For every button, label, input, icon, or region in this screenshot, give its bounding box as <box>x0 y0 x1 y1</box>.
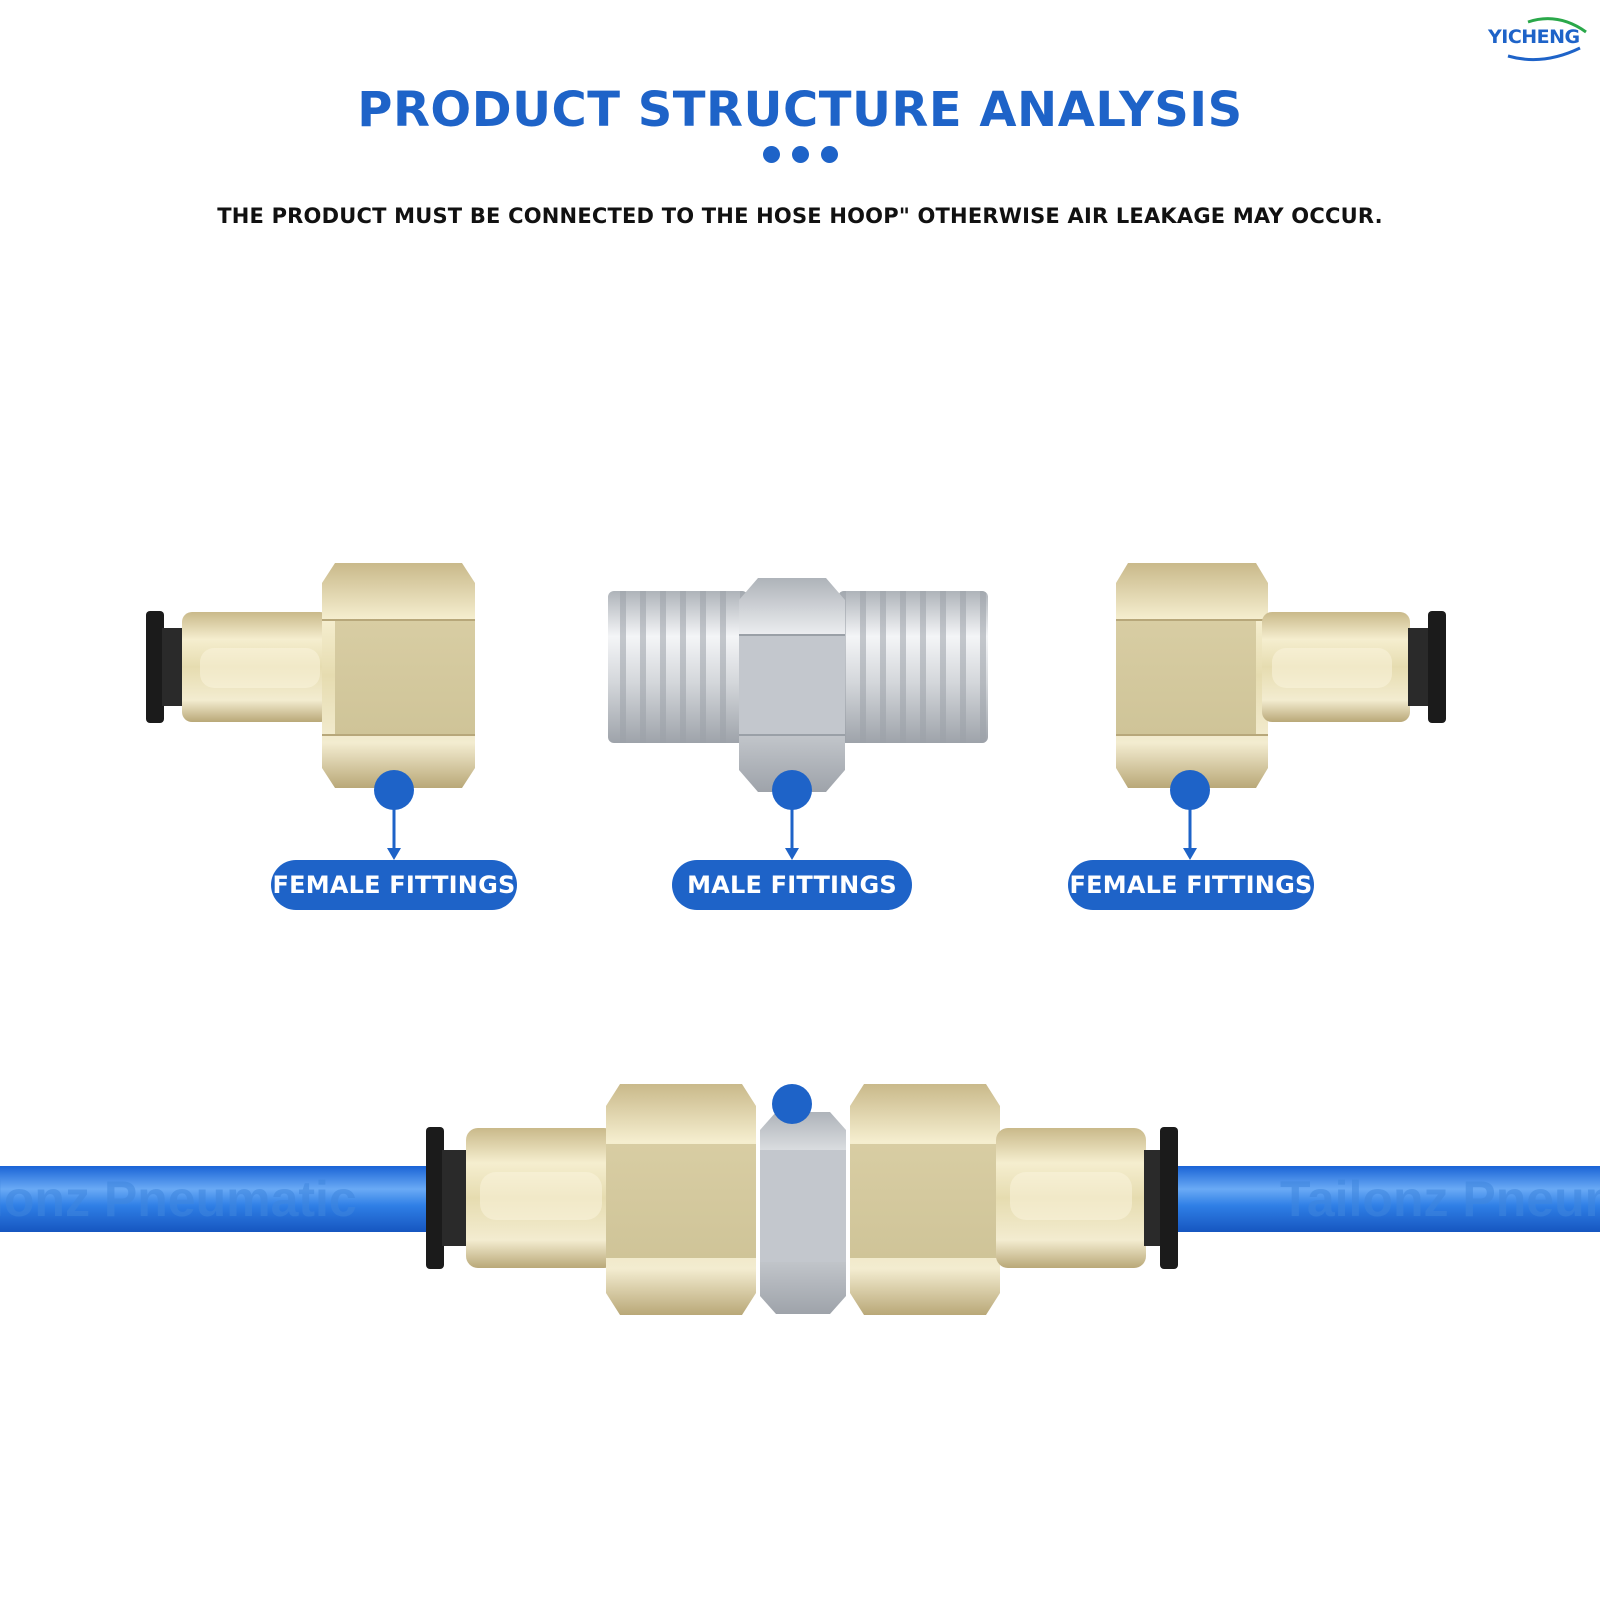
male-fitting-center <box>608 578 988 792</box>
pointer-center <box>772 770 812 860</box>
brand-name: YICHENG <box>1488 26 1580 48</box>
logo-swoosh-icon <box>1507 17 1587 62</box>
page-subtitle: THE PRODUCT MUST BE CONNECTED TO THE HOS… <box>217 204 1383 228</box>
page-title: PRODUCT STRUCTURE ANALYSIS <box>357 82 1243 138</box>
release-collar <box>1428 611 1446 723</box>
assembled-hose-assembly: lonz Pneumatic Tailonz Pneum <box>0 1084 1600 1315</box>
watermark-left: lonz Pneumatic <box>0 1171 357 1227</box>
decoration-dot <box>821 146 838 163</box>
pointer-left <box>374 770 414 860</box>
decoration-dot <box>792 146 809 163</box>
female-fitting-right <box>1116 563 1446 788</box>
brand-logo: YICHENG <box>1488 10 1592 66</box>
hose-left <box>0 1166 440 1232</box>
female-fitting-left <box>146 563 475 788</box>
pointer-right <box>1170 770 1210 860</box>
release-collar <box>146 611 164 723</box>
pointer-assembly <box>772 1084 812 1124</box>
watermark-right: Tailonz Pneum <box>1280 1171 1600 1227</box>
label-female-fittings-left: FEMALE FITTINGS <box>271 860 517 910</box>
decoration-dot <box>763 146 780 163</box>
label-female-fittings-right: FEMALE FITTINGS <box>1068 860 1314 910</box>
hose-right <box>1172 1166 1600 1232</box>
label-male-fittings: MALE FITTINGS <box>672 860 912 910</box>
title-decoration-dots <box>763 146 839 164</box>
